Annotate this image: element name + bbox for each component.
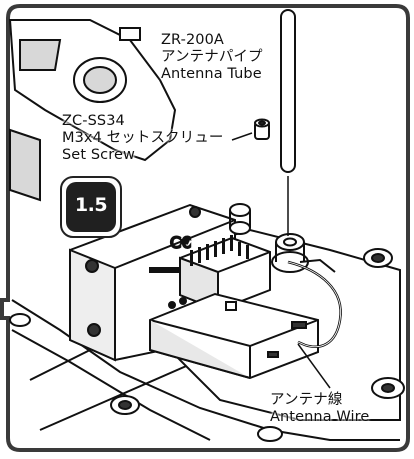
step-number: 1.5: [74, 194, 108, 216]
set-screw-leader: [231, 132, 253, 141]
antenna-tube: [280, 9, 296, 173]
step-badge: 1.5: [60, 176, 122, 238]
antenna-tube-code: ZR-200A: [161, 32, 224, 48]
step-badge-background: 1.5: [66, 182, 116, 232]
antenna-tube-label-ja: アンテナパイプ: [161, 49, 263, 65]
receiver-unit: [179, 235, 271, 312]
antenna-wire-callout: アンテナ線 Antenna Wire: [270, 392, 369, 426]
set-screw-code: ZC-SS34: [62, 113, 125, 129]
antenna-wire-label-ja: アンテナ線: [270, 392, 343, 408]
set-screw-callout: ZC-SS34 M3x4 セットスクリュー Set Screw: [62, 113, 223, 164]
svg-text:C€: C€: [170, 233, 191, 252]
antenna-wire-label-en: Antenna Wire: [270, 409, 370, 425]
esc-box: [149, 292, 319, 380]
antenna-tube-label-en: Antenna Tube: [161, 66, 262, 82]
set-screw-part: [254, 118, 270, 140]
set-screw-label-en: Set Screw: [62, 147, 135, 163]
post-bosses: [9, 203, 405, 442]
frame-border: [0, 4, 410, 452]
upper-arm: [8, 19, 177, 202]
antenna-wire-leader: [297, 343, 331, 389]
set-screw-label-ja: M3x4 セットスクリュー: [62, 130, 224, 146]
antenna-tube-callout: ZR-200A アンテナパイプ Antenna Tube: [161, 32, 263, 83]
